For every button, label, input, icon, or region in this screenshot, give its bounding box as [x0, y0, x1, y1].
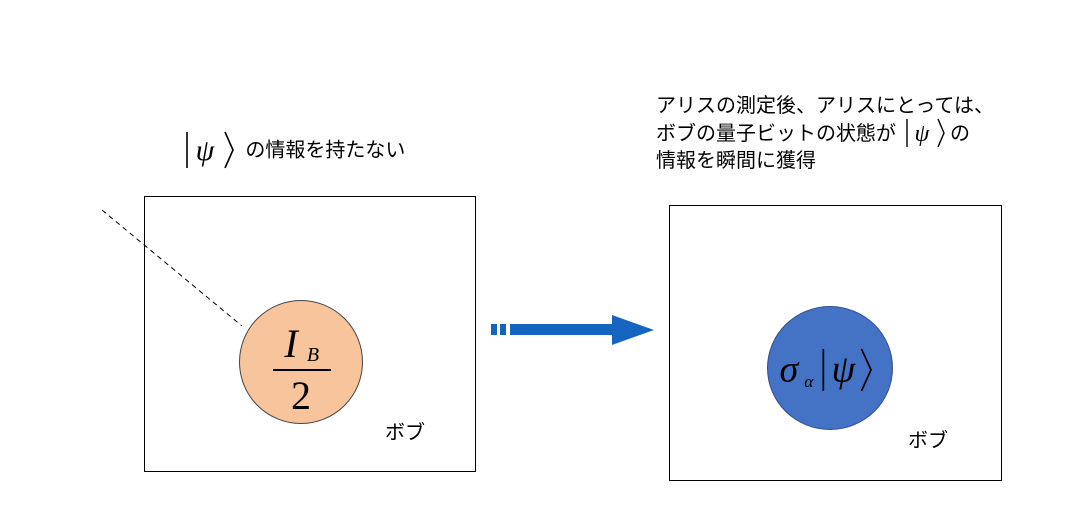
transition-arrow [491, 315, 654, 345]
left-caption-psi: ψ [196, 134, 216, 167]
right-caption-line2a: ボブの量子ビットの状態が [656, 120, 896, 145]
mixed-state-circle: I B 2 [239, 300, 363, 424]
right-caption-ket: ψ [904, 118, 950, 148]
right-caption: アリスの測定後、アリスにとっては、 ボブの量子ビットの状態が ψ の 情報を瞬間… [656, 93, 994, 173]
measured-state-circle: σ α ψ [767, 306, 893, 430]
left-caption-ket: ψ [183, 130, 239, 170]
formula-ket-psi: ψ [832, 348, 857, 390]
formula-denominator: 2 [291, 373, 311, 417]
mixed-state-formula: I B 2 [273, 321, 331, 417]
right-caption-line3: 情報を瞬間に獲得 [656, 148, 816, 172]
right-caption-psi: ψ [915, 121, 931, 147]
right-caption-line1: アリスの測定後、アリスにとっては、 [656, 93, 994, 117]
formula-subscript: B [307, 344, 319, 366]
formula-operator-subscript: α [804, 372, 814, 391]
formula-numerator: I [283, 321, 299, 366]
right-caption-line2: ボブの量子ビットの状態が ψ の [656, 118, 994, 148]
left-caption: ψ の情報を持たない [183, 130, 405, 170]
left-caption-text: の情報を持たない [245, 137, 406, 162]
right-caption-line2b: の [950, 120, 970, 145]
measured-state-formula: σ α ψ [779, 348, 872, 392]
bob-label-before: ボブ [385, 420, 425, 444]
formula-operator: σ [779, 348, 800, 390]
bob-label-after: ボブ [908, 428, 948, 452]
